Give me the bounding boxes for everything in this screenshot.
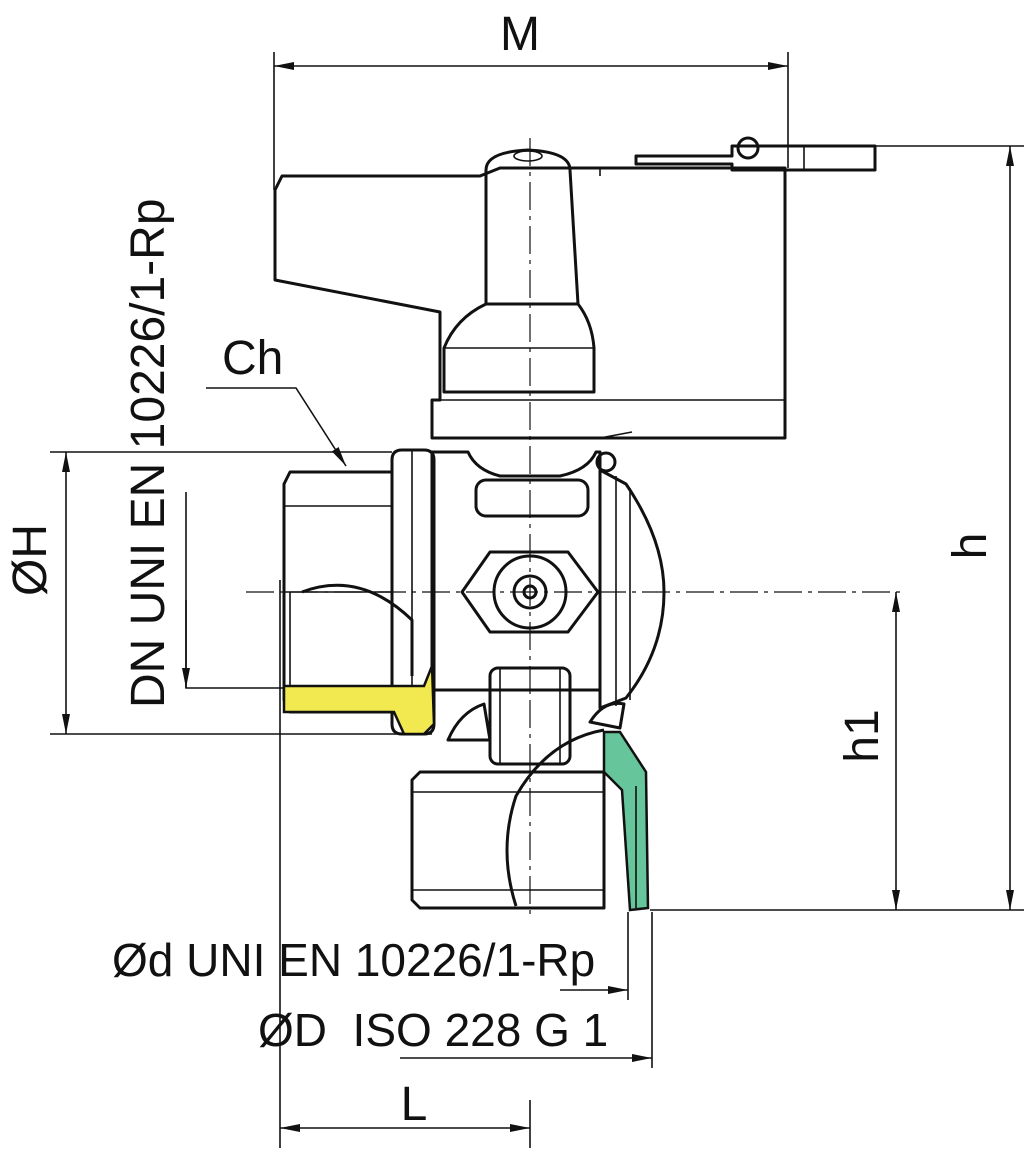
labels: M h h1 ØH DN UNI EN 10226/1-Rp Ch Ød UNI… xyxy=(4,8,997,1131)
label-D-spec: ØD ISO 228 G 1 xyxy=(258,1004,608,1056)
valve-body xyxy=(273,136,877,912)
right-cap xyxy=(598,468,666,710)
main-body xyxy=(430,450,602,692)
label-M: M xyxy=(500,8,540,61)
handle-tab xyxy=(634,144,877,172)
label-dn-spec: DN UNI EN 10226/1-Rp xyxy=(122,198,175,708)
label-L: L xyxy=(401,1078,428,1131)
label-OH: ØH xyxy=(4,524,57,596)
label-Ch: Ch xyxy=(222,332,283,385)
label-d-spec: Ød UNI EN 10226/1-Rp xyxy=(112,934,595,986)
center-lines xyxy=(246,138,906,920)
stem xyxy=(484,148,580,306)
hex-nut xyxy=(460,550,600,634)
dimensions xyxy=(50,52,1024,1148)
handle-lever xyxy=(273,166,787,440)
stem-base xyxy=(442,302,596,394)
label-h: h xyxy=(944,533,997,560)
green-seal xyxy=(602,730,650,912)
label-h1: h1 xyxy=(836,709,889,762)
bottom-connection xyxy=(410,770,606,910)
